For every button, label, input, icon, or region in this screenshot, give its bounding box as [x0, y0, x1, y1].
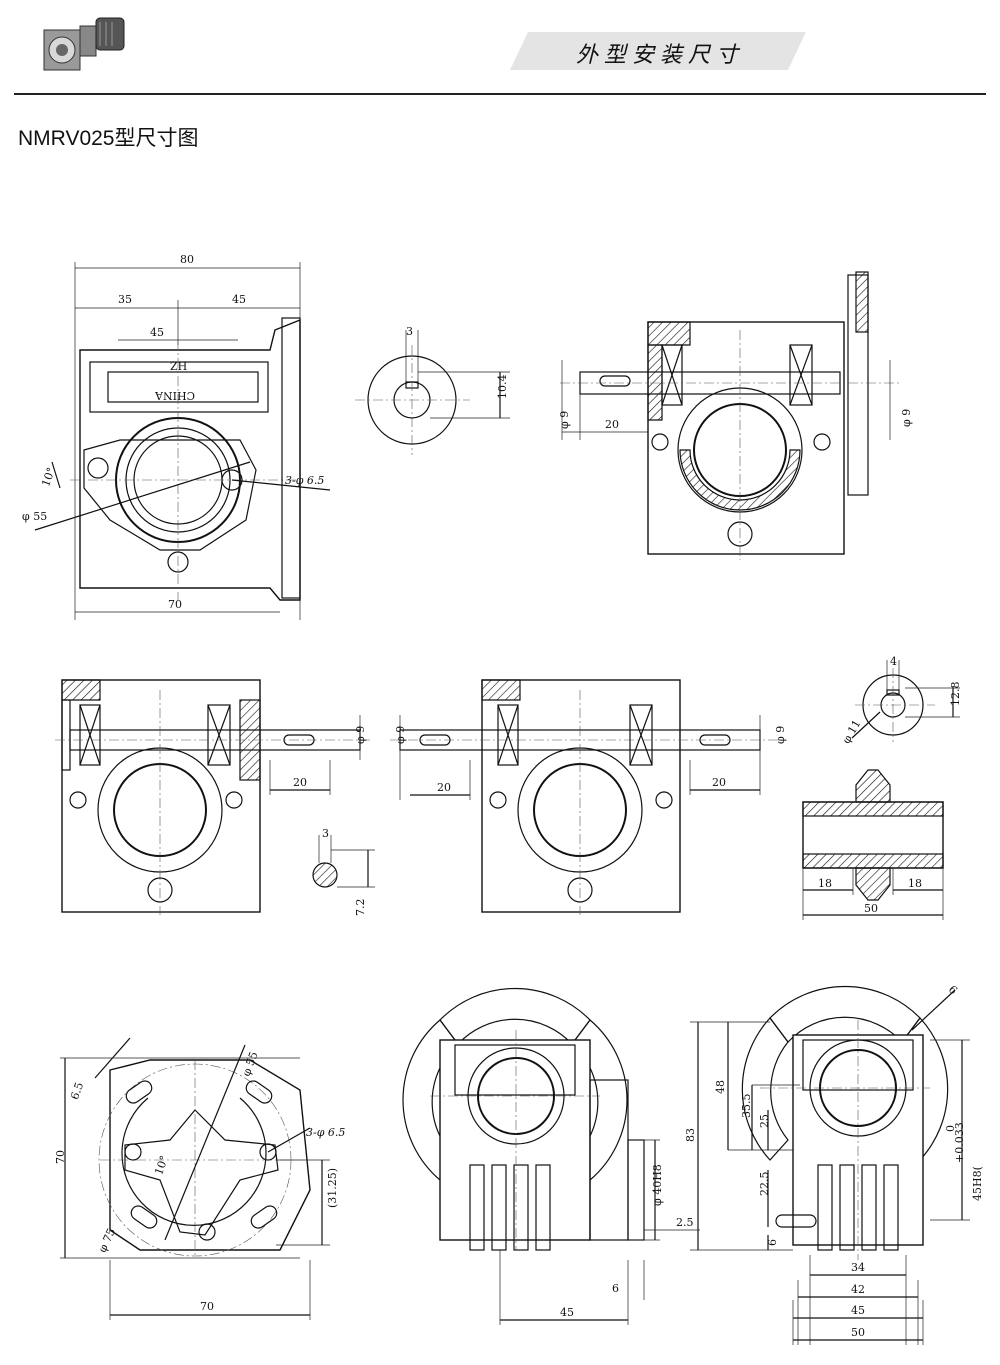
key-section-small: 3 7.2	[312, 827, 375, 917]
dim-3phi65-b: 3-φ 6.5	[306, 1126, 345, 1139]
dim-10deg-a: 10°	[39, 466, 58, 489]
label-zh: ZH	[170, 360, 187, 373]
header-tab-shape	[510, 32, 806, 70]
dim-3phi65-a: 3-φ 6.5	[285, 474, 324, 487]
page-header-title: 外型安装尺寸	[575, 43, 744, 68]
flange-view-bottom-left: 6.5 φ 55 3-φ 6.5 10° 70 (31.25) φ 75 70	[54, 1037, 345, 1320]
dim-4: 4	[890, 655, 897, 668]
gearbox-logo-image	[43, 17, 125, 71]
dim-tol-0.033: +0.033	[953, 1122, 966, 1163]
dim-phi40H8: φ 40H8	[651, 1164, 664, 1206]
dim-phi9-b: φ 9	[900, 409, 913, 427]
side-view-bottom-right: 6 83 48 35.5 25 22.5 6 45H8( +0.033 0 34…	[684, 983, 984, 1345]
dim-2.5: 2.5	[676, 1216, 694, 1229]
dim-45-inner: 45	[150, 326, 164, 339]
dim-45-d: 45	[851, 1304, 865, 1317]
dim-70-a: 70	[168, 598, 182, 611]
dim-25: 25	[758, 1114, 771, 1128]
dim-48: 48	[714, 1080, 727, 1094]
dim-70-c: 70	[200, 1300, 214, 1313]
dim-20-d: 20	[712, 776, 726, 789]
bore-detail-1: 3 10.4	[355, 325, 510, 455]
dim-22.5: 22.5	[758, 1172, 771, 1197]
dim-20-c: 20	[437, 781, 451, 794]
dim-34: 34	[851, 1261, 865, 1274]
dim-50-a: 50	[864, 902, 878, 915]
dim-35: 35	[118, 293, 132, 306]
dim-50-b: 50	[851, 1326, 865, 1339]
hollow-shaft-detail: 4 12.8 φ 11 18 18 50	[802, 655, 962, 920]
dim-45H8: 45H8(	[971, 1166, 984, 1201]
dim-6-b: 6	[946, 983, 960, 997]
dim-70-b: 70	[54, 1150, 67, 1164]
dim-20-b: 20	[293, 776, 307, 789]
section-view-double-shaft: φ 9 20 φ 9 20	[390, 679, 787, 915]
dim-18-a: 18	[818, 877, 832, 890]
dim-7.2: 7.2	[354, 899, 367, 917]
dim-10deg-b: 10°	[152, 1154, 171, 1177]
dim-35.5: 35.5	[740, 1094, 753, 1119]
dim-80: 80	[180, 253, 194, 266]
dim-6-a: 6	[612, 1282, 619, 1295]
dim-phi9-a: φ 9	[558, 411, 571, 429]
header-divider	[14, 93, 986, 95]
dim-10.4: 10.4	[496, 375, 509, 400]
dim-phi55-a: φ 55	[22, 510, 47, 523]
dim-83: 83	[684, 1128, 697, 1142]
dim-6.5: 6.5	[68, 1081, 86, 1102]
dim-phi9-d: φ 9	[394, 726, 407, 744]
dim-tol-0: 0	[944, 1125, 957, 1132]
dim-45-top: 45	[232, 293, 246, 306]
dim-3-b: 3	[322, 827, 329, 840]
dim-6-c: 6	[766, 1239, 779, 1246]
dim-phi9-c: φ 9	[354, 726, 367, 744]
section-title: NMRV025型尺寸图	[18, 127, 199, 150]
dim-phi11: φ 11	[840, 718, 864, 746]
dim-18-b: 18	[908, 877, 922, 890]
side-view-bottom-middle: φ 40H8 2.5 6 45	[402, 987, 700, 1325]
section-view-middle-left: φ 9 20	[55, 679, 370, 915]
dim-phi75: φ 75	[96, 1226, 118, 1254]
section-view-top-right: φ 9 20 φ 9	[558, 271, 913, 560]
dim-3-a: 3	[406, 325, 413, 338]
dim-20-a: 20	[605, 418, 619, 431]
dim-45-c: 45	[560, 1306, 574, 1319]
dim-phi9-e: φ 9	[774, 726, 787, 744]
label-china: CHINA	[154, 389, 195, 402]
front-view-top: 80 35 45 45 ZH CHINA 10° φ 55 3-φ 6.5 70	[22, 253, 331, 620]
dim-42: 42	[851, 1283, 865, 1296]
dim-12.8: 12.8	[949, 682, 962, 707]
dim-31.25: (31.25)	[326, 1168, 339, 1208]
